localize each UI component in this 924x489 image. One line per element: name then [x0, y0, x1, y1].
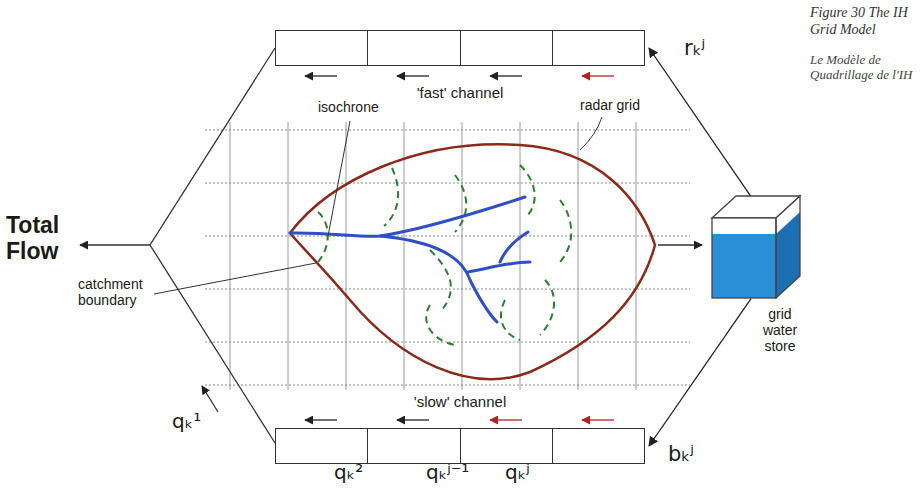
direction-arrow: [582, 419, 614, 420]
radar-grid: [205, 122, 690, 390]
direction-arrow: [582, 75, 614, 76]
channel-cells: [275, 428, 645, 464]
channel-cell: [552, 30, 645, 66]
direction-arrow: [397, 419, 429, 420]
grid-line: [462, 122, 463, 390]
grid-line: [288, 122, 289, 390]
channel-cell: [460, 428, 552, 464]
direction-arrow: [397, 75, 429, 76]
figure-caption: Figure 30 The IH Grid Model: [810, 4, 922, 38]
slow-channel: 'slow' channel: [275, 393, 645, 464]
annotation: radar grid: [580, 97, 640, 113]
grid-water-store: grid water store: [706, 190, 806, 354]
total-flow-lines: [80, 48, 275, 443]
direction-arrow: [490, 75, 522, 76]
catchment-boundary: [290, 144, 655, 379]
grid-line: [578, 122, 579, 390]
node-label: 'slow' channel: [275, 393, 645, 411]
variable-symbol: qₖ¹: [172, 410, 201, 433]
grid-line: [205, 289, 690, 290]
channel-cell: [552, 428, 645, 464]
river-network: [290, 197, 530, 322]
variable-symbol: qₖʲ⁻¹: [426, 461, 469, 484]
runoff-arrow: [658, 244, 702, 245]
grid-line: [205, 385, 690, 386]
leader-lines: [154, 117, 602, 294]
grid-line: [205, 236, 690, 237]
flow-direction-arrows: [305, 76, 614, 420]
channel-cell: [275, 30, 367, 66]
flow-arrow: [649, 48, 751, 197]
isochrones: [318, 165, 571, 345]
grid-line: [230, 122, 231, 390]
translated-caption: Le Modèle de Quadrillage de l'IH: [810, 52, 922, 82]
variable-symbol: bₖʲ: [668, 442, 694, 466]
variable-symbol: qₖʲ: [505, 461, 530, 484]
store-cube: [706, 190, 806, 302]
grid-line: [205, 130, 690, 131]
variable-symbol: qₖ²: [334, 461, 363, 484]
channel-cell: [367, 428, 459, 464]
channel-cell: [275, 428, 367, 464]
direction-arrow: [305, 419, 337, 420]
channel-cells: [275, 30, 645, 66]
annotation: Total Flow: [6, 212, 76, 264]
annotation: catchment boundary: [78, 276, 154, 308]
flow-arrow: [649, 299, 751, 446]
grid-line: [346, 122, 347, 390]
channel-cell: [367, 30, 459, 66]
variable-symbol: rₖʲ: [684, 36, 705, 60]
direction-arrow: [490, 419, 522, 420]
grid-line: [636, 122, 637, 390]
direction-arrow: [305, 75, 337, 76]
node-label: grid water store: [754, 306, 806, 354]
fast-channel: 'fast' channel: [275, 30, 645, 102]
annotation: isochrone: [318, 99, 379, 115]
grid-line: [520, 122, 521, 390]
channel-cell: [460, 30, 552, 66]
